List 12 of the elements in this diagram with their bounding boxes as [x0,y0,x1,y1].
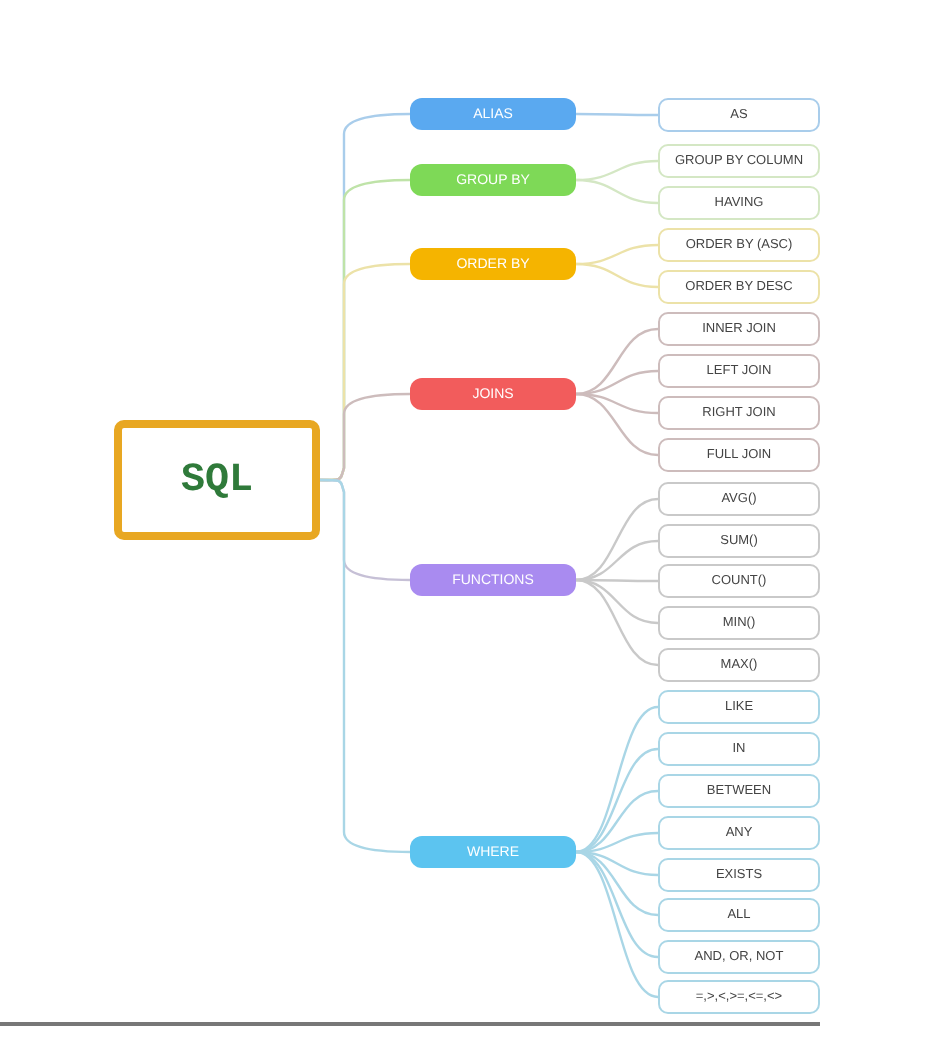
root-box: SQL [114,420,320,540]
connector-line [320,478,410,854]
connector-line [575,262,659,289]
connector-line [575,850,659,999]
connector-line [575,327,659,396]
connector-line [575,578,659,667]
connector-line [575,850,659,917]
connector-line [575,497,659,582]
connector-line [575,539,659,582]
connector-line [576,112,658,117]
connector-line [575,392,659,457]
connector-line [575,178,659,205]
